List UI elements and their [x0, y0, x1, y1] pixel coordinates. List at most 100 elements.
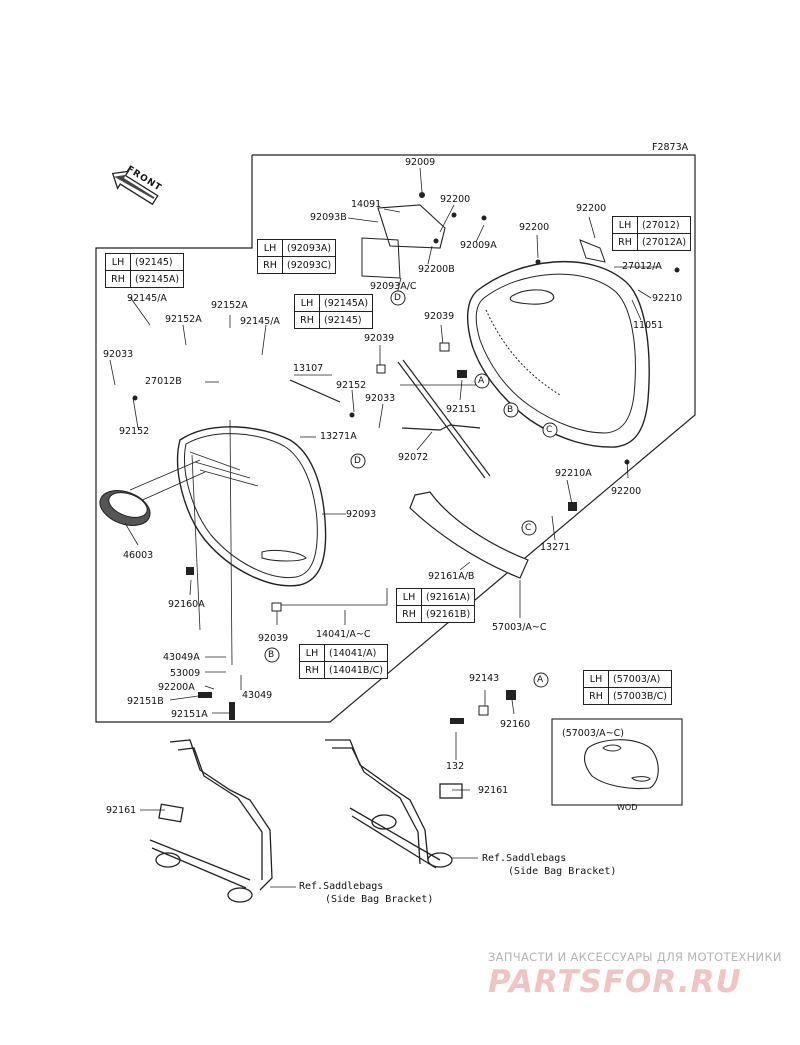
part-label: 92093 [346, 509, 377, 520]
bracket-right [325, 739, 463, 869]
part-label: 43049 [242, 690, 273, 701]
front-arrow-icon [111, 170, 159, 206]
lh-rh-table-92145-left: LH(92145) RH(92145A) [105, 253, 185, 288]
side-cell: LH [294, 294, 320, 312]
callout-b: B [507, 405, 514, 415]
watermark-tagline: ЗАПЧАСТИ И АКСЕССУАРЫ ДЛЯ МОТОТЕХНИКИ [488, 950, 782, 964]
part-label: 92009A [460, 240, 497, 251]
ref-note-right-2: (Side Bag Bracket) [508, 866, 617, 877]
lh-rh-table-92145-mid: LH(92145A) RH(92145) [294, 294, 374, 329]
saddlebag-lid [129, 426, 327, 587]
part-label: 92145/A [127, 293, 167, 304]
part-cell: (92161A) [420, 588, 476, 606]
part-label: 92009 [405, 157, 436, 168]
part-cell: (27012A) [636, 233, 692, 251]
part-label: 92093B [310, 212, 347, 223]
part-label: 13271 [540, 542, 571, 553]
callout-b: B [268, 650, 275, 660]
ref-note-left-1: Ref.Saddlebags [299, 881, 384, 892]
part-label: 92160A [168, 599, 205, 610]
part-cell: (92093A) [281, 239, 337, 257]
part-label: 14041/A~C [316, 629, 371, 640]
side-cell: LH [257, 239, 283, 257]
part-cell: (14041/A) [324, 644, 388, 662]
callout-c: C [546, 425, 553, 435]
part-label: 92200A [158, 682, 195, 693]
side-cell: RH [105, 270, 131, 288]
part-label: 92145/A [240, 316, 280, 327]
part-label: 27012B [145, 376, 182, 387]
part-label: 92210 [652, 293, 683, 304]
part-label: 27012/A [622, 261, 662, 272]
side-cell: RH [257, 256, 283, 274]
bracket-left [149, 739, 273, 903]
part-label: 92151 [446, 404, 477, 415]
side-cell: RH [294, 311, 320, 329]
part-cell: (92145A) [129, 270, 185, 288]
pad-92161 [409, 491, 529, 579]
part-label: 92152 [119, 426, 150, 437]
part-label: 92033 [103, 349, 134, 360]
part-label: 92200 [519, 222, 550, 233]
callout-a: A [478, 376, 485, 386]
side-cell: RH [583, 687, 609, 705]
part-label: 132 [446, 761, 465, 772]
inset-box [551, 718, 683, 806]
part-label: 92152A [211, 300, 248, 311]
part-label: 13107 [293, 363, 324, 374]
callout-c: C [525, 523, 532, 533]
lh-rh-table-92161: LH(92161A) RH(92161B) [396, 588, 476, 623]
lh-rh-table-27012: LH(27012) RH(27012A) [612, 216, 692, 251]
part-label: 92161 [106, 805, 137, 816]
part-label: 92072 [398, 452, 429, 463]
fasteners [132, 192, 680, 724]
part-label: 92151A [171, 709, 208, 720]
callout-d: D [354, 456, 361, 466]
part-cell: (92093C) [281, 256, 337, 274]
reflector [99, 490, 151, 526]
side-cell: LH [612, 216, 638, 234]
side-cell: LH [396, 588, 422, 606]
part-cell: (57003/A) [608, 670, 672, 688]
part-label: 92093A/C [370, 281, 417, 292]
inset-title: (57003/A~C) [562, 728, 624, 739]
part-cell: (57003B/C) [608, 687, 672, 705]
part-label: 53009 [170, 668, 201, 679]
part-label: 46003 [123, 550, 154, 561]
part-label: 92039 [424, 311, 455, 322]
part-cell: (14041B/C) [324, 661, 388, 679]
part-label: 92161 [478, 785, 509, 796]
part-label: 14091 [351, 199, 382, 210]
part-label: 92039 [364, 333, 395, 344]
side-cell: RH [612, 233, 638, 251]
part-label: 92143 [469, 673, 500, 684]
side-cell: RH [396, 605, 422, 623]
part-label: 92160 [500, 719, 531, 730]
part-label: 92210A [555, 468, 592, 479]
part-label: 92039 [258, 633, 289, 644]
lh-rh-table-92093: LH(92093A) RH(92093C) [257, 239, 337, 274]
part-label: 92200 [440, 194, 471, 205]
part-cell: (27012) [636, 216, 692, 234]
part-label: 92161A/B [428, 571, 475, 582]
leader-lines [109, 167, 660, 888]
lh-rh-table-14041: LH(14041/A) RH(14041B/C) [299, 644, 388, 679]
part-label: 92151B [127, 696, 164, 707]
watermark-logo: PARTSFOR.RU [488, 964, 742, 1000]
part-label: 11051 [633, 320, 664, 331]
part-label: 92200B [418, 264, 455, 275]
figure-code: F2873A [652, 142, 689, 153]
part-label: 13271A [320, 431, 357, 442]
saddlebag-shell [466, 239, 650, 448]
callout-d: D [394, 293, 401, 303]
part-label: 92152 [336, 380, 367, 391]
part-cell: (92145A) [318, 294, 374, 312]
part-label: 92200 [611, 486, 642, 497]
part-label: 92152A [165, 314, 202, 325]
side-cell: LH [299, 644, 325, 662]
inset-caption: WOD [617, 803, 638, 812]
side-cell: RH [299, 661, 325, 679]
